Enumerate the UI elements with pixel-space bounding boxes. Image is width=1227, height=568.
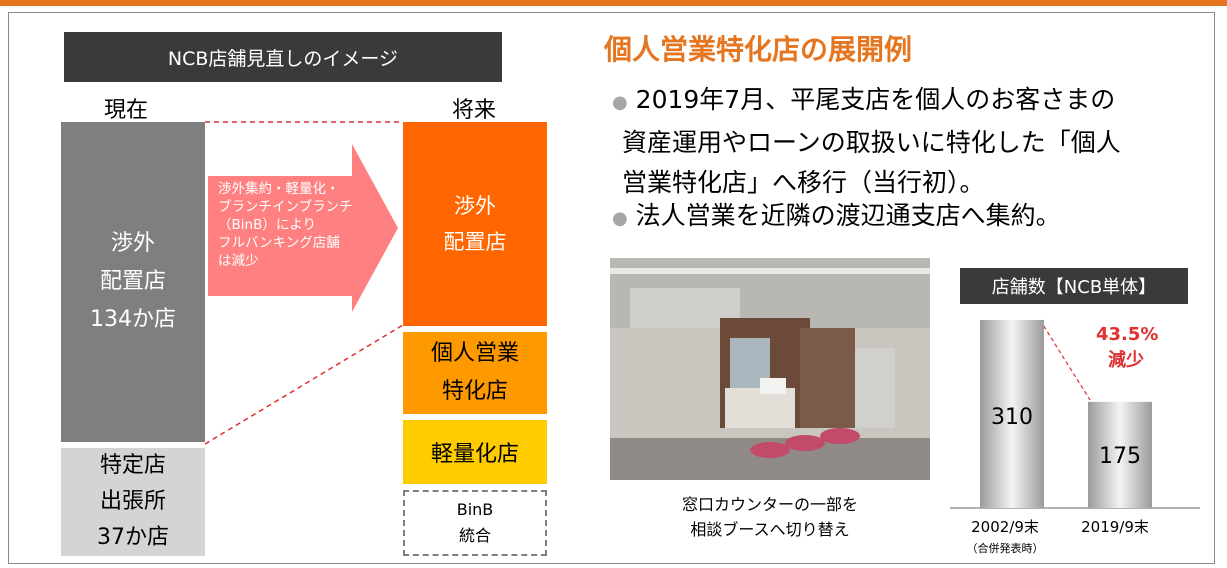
bar-value-label: 175 [1099,444,1141,469]
bar-connector-line [1039,319,1091,401]
current-sub-box: 特定店 出張所 37か店 [61,448,205,556]
arrow-text-line-1: 渉外集約・軽量化・ [218,181,340,197]
arrow-text-line-5: は減少 [218,253,259,269]
bullet-dot-icon: ● [612,208,628,229]
bullet-1: ● 2019年7月、平尾支店を個人のお客さまの 資産運用やローンの取扱いに特化し… [612,80,1212,203]
branch-office-photo [610,258,930,480]
bullet-1-line-3: 営業特化店」へ移行（当行初）。 [622,168,985,197]
future-individual-line-1: 個人営業 [430,341,519,366]
bullet-2-line-1: 法人営業を近隣の渡辺通支店へ集約。 [635,201,1061,230]
arrow-text-line-4: フルバンキング店舗 [218,235,340,251]
photo-caption-line-1: 窓口カウンターの一部を [681,495,858,514]
arrow-text: 渉外集約・軽量化・ ブランチインブランチ （BinB）により フルバンキング店舗… [218,180,398,270]
reduction-annotation: 43.5% 減少 [1096,322,1159,374]
diagram-header: NCB店舗見直しのイメージ [64,32,502,82]
office-interior-image [610,258,930,480]
top-accent-bar [0,0,1227,6]
future-light-box: 軽量化店 [403,420,547,484]
current-label: 現在 [104,98,149,123]
bullet-2: ● 法人営業を近隣の渡辺通支店へ集約。 [612,196,1212,239]
arrow-text-line-2: ブランチインブランチ [218,199,353,215]
current-main-line-3: 134か店 [90,307,176,332]
future-individual-box: 個人営業 特化店 [403,332,547,414]
future-main-line-2: 配置店 [443,230,507,254]
future-individual-line-2: 特化店 [441,379,508,404]
reduction-arrow [208,144,398,312]
bar-2019/9末 [1088,401,1152,508]
photo-caption-line-2: 相談ブースへ切り替え [690,520,850,539]
future-main-line-1: 渉外 [454,194,496,218]
future-binb-line-1: BinB [456,500,494,519]
chart-title: 店舗数【NCB単体】 [960,268,1188,304]
future-binb-line-2: 統合 [458,526,491,545]
slide-frame [8,12,1215,564]
future-main-box: 渉外 配置店 [403,122,547,326]
section-title: 個人営業特化店の展開例 [604,33,913,66]
current-sub-line-2: 出張所 [99,489,166,514]
x-note-2002: （合併発表時） [966,542,1044,555]
bullet-1-line-1: 2019年7月、平尾支店を個人のお客さまの [635,85,1116,114]
current-sub-line-1: 特定店 [99,453,166,478]
connector-bottom-line [204,324,404,445]
store-count-chart: 310 175 [950,320,1200,509]
future-binb-box: BinB 統合 [403,490,547,556]
bar-2002/9末 [980,320,1044,508]
bullet-1-line-2: 資産運用やローンの取扱いに特化した「個人 [622,128,1121,157]
photo-caption: 窓口カウンターの一部を 相談ブースへ切り替え [610,492,930,542]
current-main-box: 渉外 配置店 134か店 [61,122,205,442]
bullet-dot-icon: ● [612,92,628,113]
reduction-label: 減少 [1108,350,1144,371]
x-label-2019: 2019/9末 [1081,518,1149,536]
arrow-text-line-3: （BinB）により [218,217,317,233]
current-main-line-2: 配置店 [99,269,166,294]
reduction-percent: 43.5% [1096,324,1159,345]
x-label-2002: 2002/9末 [971,518,1039,536]
bar-value-label: 310 [991,405,1033,430]
current-main-line-1: 渉外 [110,231,155,256]
future-label: 将来 [452,98,497,123]
current-sub-line-3: 37か店 [97,525,169,550]
